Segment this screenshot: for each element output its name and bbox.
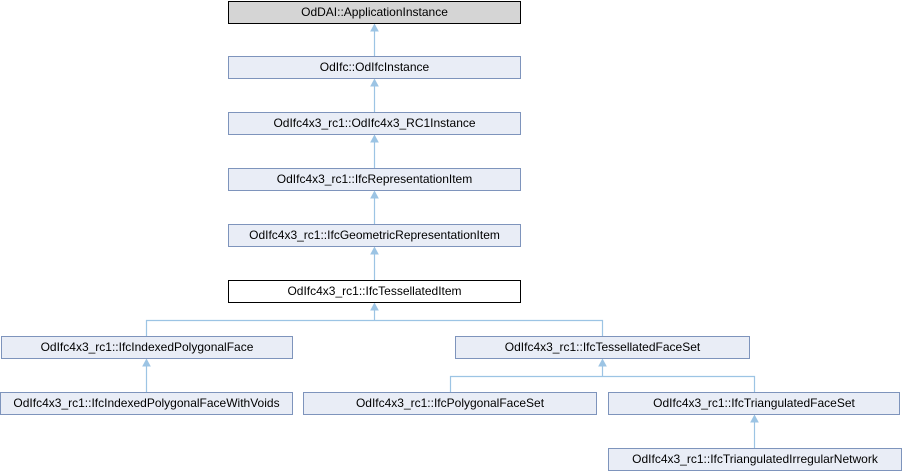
node-ifc-geometric-representation-item[interactable]: OdIfc4x3_rc1::IfcGeometricRepresentation…: [228, 224, 521, 247]
node-ifc-tessellated-face-set[interactable]: OdIfc4x3_rc1::IfcTessellatedFaceSet: [455, 336, 750, 359]
node-ifc-indexed-polygonal-face-with-voids[interactable]: OdIfc4x3_rc1::IfcIndexedPolygonalFaceWit…: [0, 392, 293, 415]
node-odifc4x3-rc1-instance[interactable]: OdIfc4x3_rc1::OdIfc4x3_RC1Instance: [228, 112, 521, 135]
node-oddai-application-instance: OdDAI::ApplicationInstance: [228, 1, 521, 24]
node-ifc-triangulated-irregular-network[interactable]: OdIfc4x3_rc1::IfcTriangulatedIrregularNe…: [608, 448, 902, 471]
node-ifc-triangulated-face-set[interactable]: OdIfc4x3_rc1::IfcTriangulatedFaceSet: [608, 392, 900, 415]
node-ifc-polygonal-face-set[interactable]: OdIfc4x3_rc1::IfcPolygonalFaceSet: [303, 392, 597, 415]
node-ifc-indexed-polygonal-face[interactable]: OdIfc4x3_rc1::IfcIndexedPolygonalFace: [1, 336, 293, 359]
node-ifc-representation-item[interactable]: OdIfc4x3_rc1::IfcRepresentationItem: [228, 168, 521, 191]
node-odifc-instance[interactable]: OdIfc::OdIfcInstance: [228, 56, 521, 79]
node-ifc-tessellated-item: OdIfc4x3_rc1::IfcTessellatedItem: [228, 280, 521, 303]
